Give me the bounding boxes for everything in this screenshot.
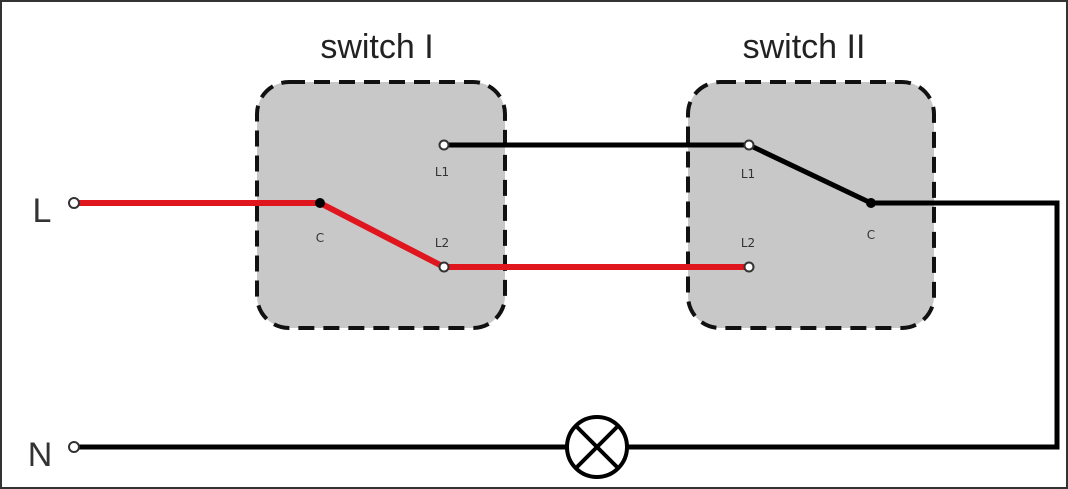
switch-2-l2-label: L2 xyxy=(741,236,755,250)
lamp-icon xyxy=(565,415,629,479)
switch-1-l1-label: L1 xyxy=(435,165,449,179)
switch-1-l2-label: L2 xyxy=(435,236,449,250)
switch-1-l1-contact xyxy=(438,139,450,151)
switch-2-l2-contact xyxy=(743,261,755,273)
neutral-terminal xyxy=(68,441,80,453)
line-terminal xyxy=(68,197,80,209)
line-label: L xyxy=(33,192,52,230)
switch-1-title: switch I xyxy=(320,28,433,66)
switch-2-l1-label: L1 xyxy=(741,167,755,181)
switch-2-c-label: C xyxy=(867,228,875,242)
live-wire xyxy=(78,200,749,270)
traveller-wire xyxy=(444,142,1060,450)
neutral-label: N xyxy=(28,436,53,474)
switch-1-c-label: C xyxy=(316,231,324,245)
switch-2-l1-contact xyxy=(743,139,755,151)
switch-1-common-contact xyxy=(315,198,325,208)
switch-1-l2-contact xyxy=(438,261,450,273)
switch-2-title: switch II xyxy=(743,28,866,66)
switch-2-common-contact xyxy=(866,198,876,208)
